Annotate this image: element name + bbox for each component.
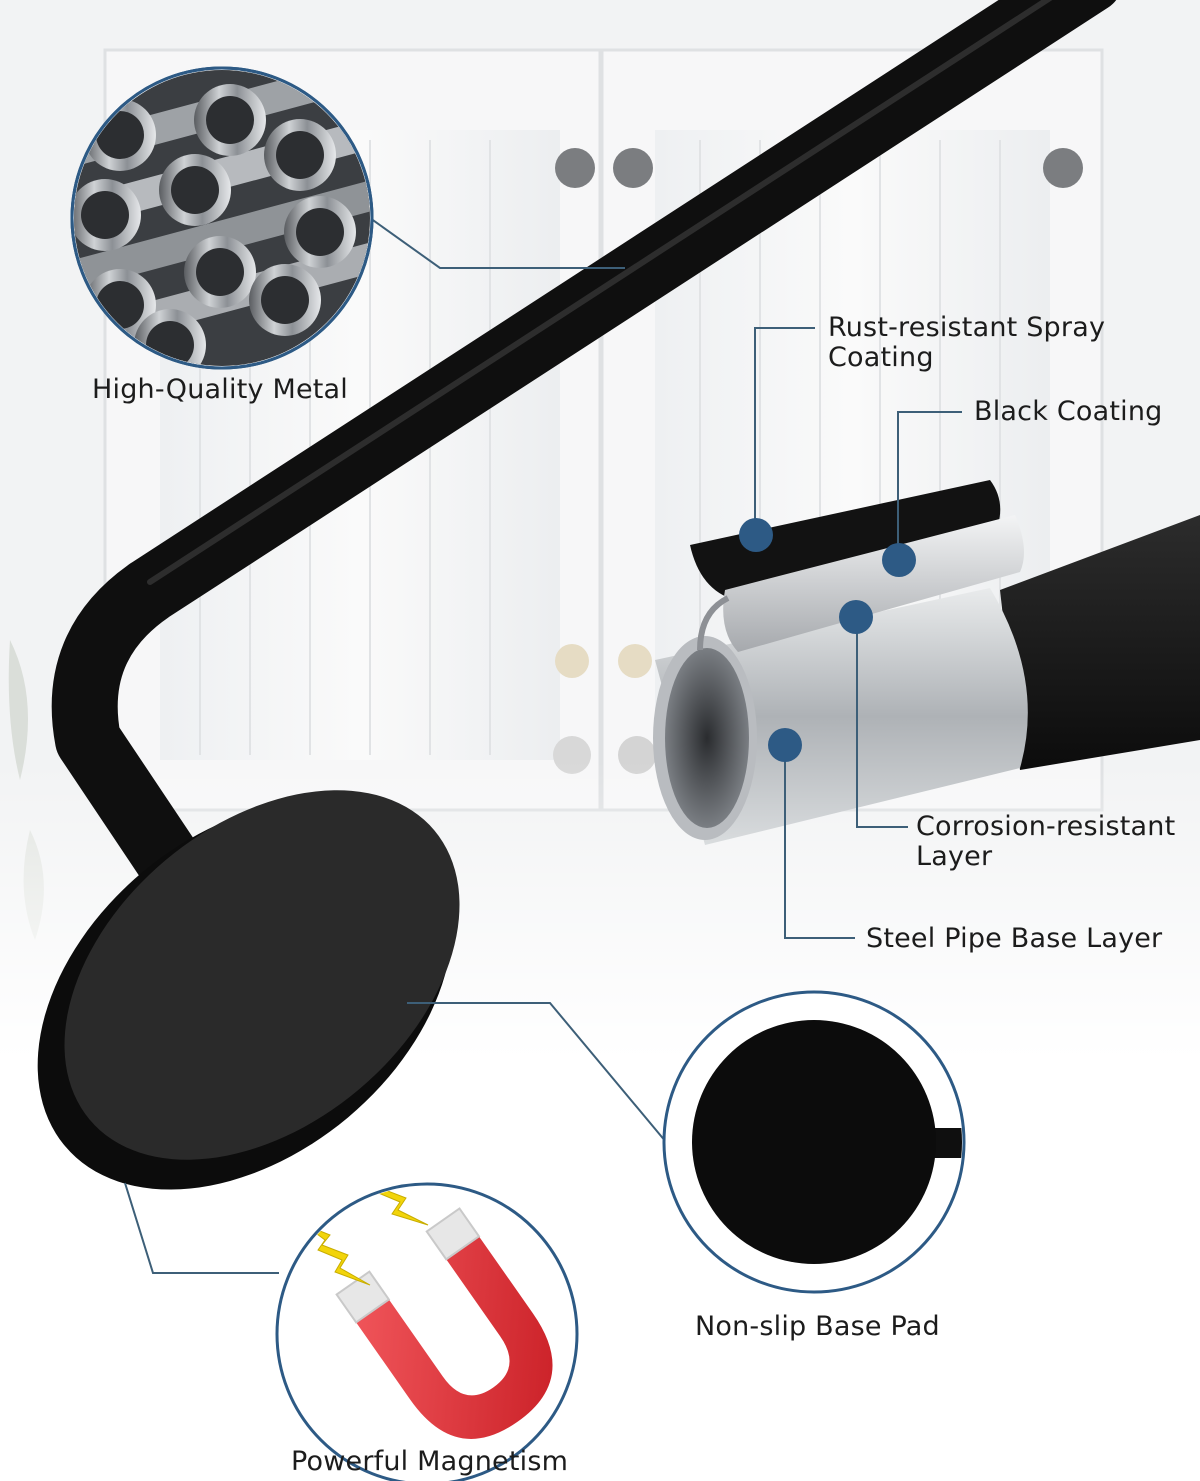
label-magnetism: Powerful Magnetism	[291, 1446, 569, 1477]
dot-rust-resistant	[739, 518, 773, 552]
label-high-quality-metal: High-Quality Metal	[92, 374, 348, 405]
magnetic-rod	[51, 0, 1116, 933]
dot-steel-pipe	[768, 728, 802, 762]
label-corrosion-line2: Layer	[916, 841, 993, 872]
label-corrosion-line1: Corrosion-resistant	[916, 811, 1176, 842]
pipe-bundle-icon	[74, 70, 370, 366]
dot-corrosion-layer	[839, 600, 873, 634]
magnet-base-disc	[37, 790, 460, 1190]
label-steel-pipe: Steel Pipe Base Layer	[866, 923, 1163, 954]
metal-pipes-callout	[70, 66, 374, 370]
non-slip-pad-callout	[662, 990, 966, 1294]
label-black-coating: Black Coating	[974, 396, 1163, 427]
label-non-slip: Non-slip Base Pad	[695, 1311, 940, 1342]
label-rust-resistant-line2: Coating	[828, 342, 934, 373]
leader-lines	[124, 217, 962, 1274]
pipe-cross-section	[653, 480, 1200, 845]
layer-dots	[739, 518, 916, 762]
magnetism-callout	[275, 1182, 579, 1481]
magnet-icon	[335, 1207, 553, 1439]
dot-black-coating	[882, 543, 916, 577]
base-pad-icon	[692, 1020, 936, 1264]
label-rust-resistant-line1: Rust-resistant Spray	[828, 312, 1106, 343]
